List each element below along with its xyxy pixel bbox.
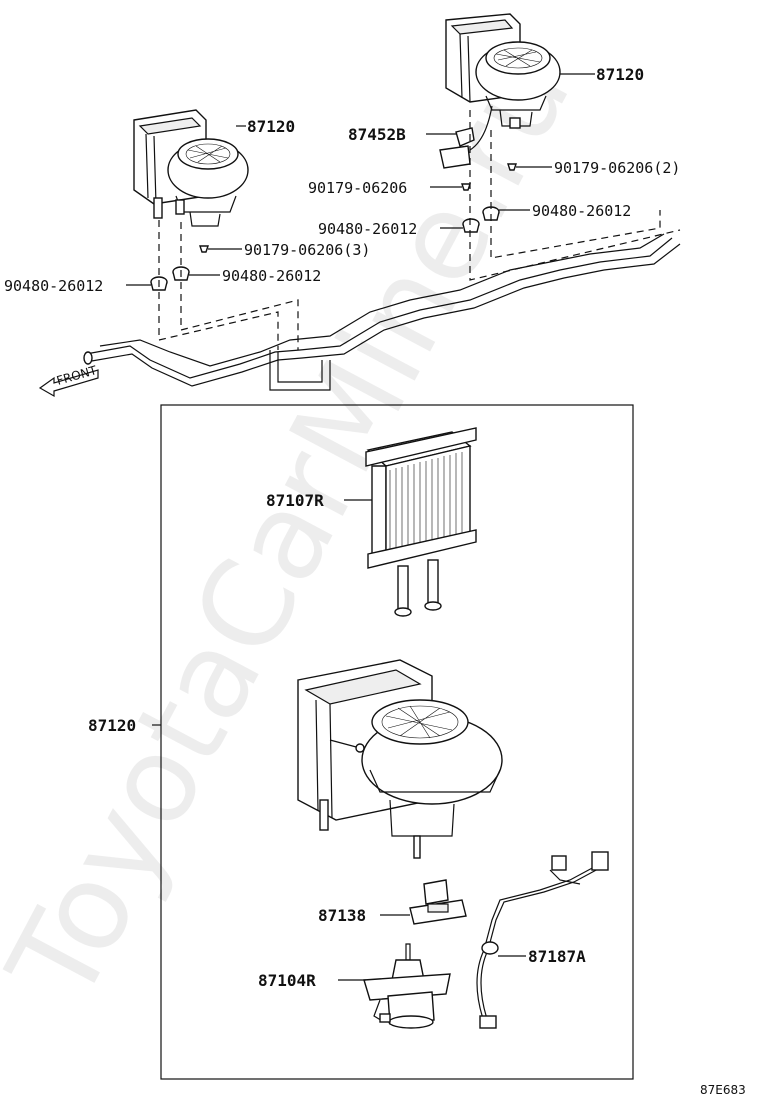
bolt-left-icon	[199, 245, 209, 253]
callout-87452B: 87452B	[348, 125, 406, 144]
diagram-code: 87E683	[700, 1083, 746, 1097]
callout-grommet-left-a: 90480-26012	[4, 277, 103, 295]
callout-87120-right: 87120	[596, 65, 644, 84]
resistor-illustration	[409, 879, 467, 925]
wire-harness-illustration	[476, 851, 609, 1029]
callout-87138: 87138	[318, 906, 366, 925]
callout-87104R: 87104R	[258, 971, 316, 990]
callout-bolt-right: 90179-06206(2)	[554, 159, 680, 177]
blower-motor-illustration	[363, 943, 451, 1029]
heater-core-illustration	[365, 427, 477, 617]
blower-unit-left-illustration	[133, 109, 249, 227]
heater-pipe-illustration	[83, 233, 681, 391]
front-arrow-icon	[38, 369, 99, 398]
watermark: ToyotaCarMine.ru	[0, 33, 598, 1025]
dash-guide-right-b	[490, 130, 661, 259]
dash-guide-left-a	[158, 220, 279, 350]
dash-guide-left-b	[180, 222, 299, 350]
callout-bolt-left: 90179-06206(3)	[244, 241, 370, 259]
assembly-box	[160, 404, 634, 1080]
blower-unit-right-illustration	[445, 13, 561, 151]
callout-grommet-mid: 90480-26012	[318, 220, 417, 238]
callout-87120-left: 87120	[247, 117, 295, 136]
callout-87107R: 87107R	[266, 491, 324, 510]
bolt-mid-icon	[461, 183, 471, 191]
callout-bolt-mid: 90179-06206	[308, 179, 407, 197]
callout-87120-assembly: 87120	[88, 716, 136, 735]
grommet-mid-icon	[462, 218, 480, 233]
callout-grommet-right: 90480-26012	[532, 202, 631, 220]
blower-assembly-illustration	[297, 659, 503, 859]
callout-grommet-left-b: 90480-26012	[222, 267, 321, 285]
bracket-illustration	[439, 127, 475, 169]
bolt-right-icon	[507, 163, 517, 171]
dash-guide-right-a	[469, 110, 681, 281]
callout-87187A: 87187A	[528, 947, 586, 966]
